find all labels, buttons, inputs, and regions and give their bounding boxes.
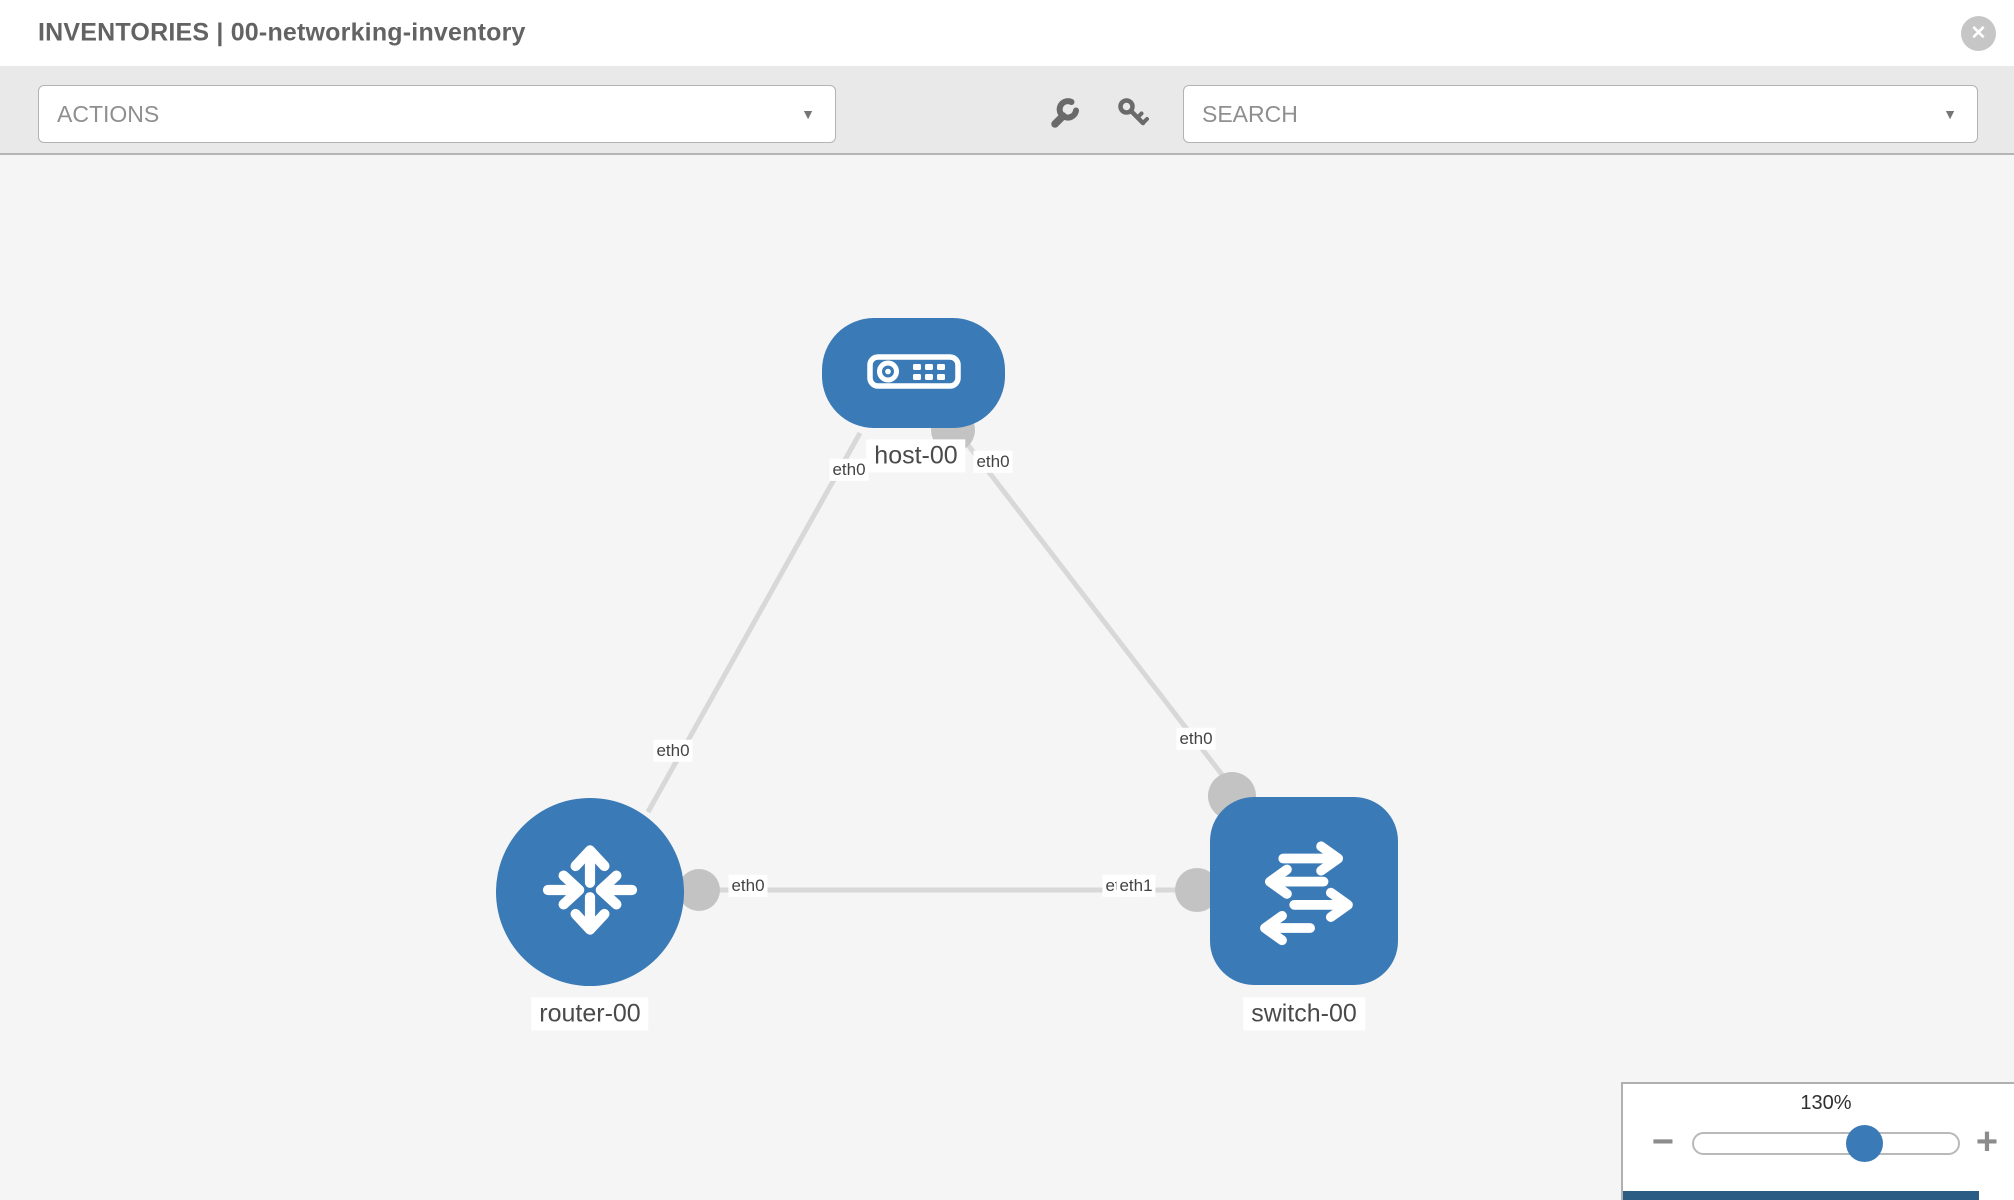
node-router-00[interactable]: [496, 798, 684, 986]
iface-label: eth1: [1116, 874, 1156, 898]
host-icon: [866, 351, 962, 396]
switch-icon: [1243, 828, 1365, 955]
router-icon: [530, 830, 650, 955]
zoom-control-panel: 130% − +: [1621, 1082, 2014, 1200]
iface-label: eth0: [829, 458, 869, 482]
iface-label: eth0: [1176, 727, 1216, 751]
close-button[interactable]: ✕: [1961, 16, 1996, 51]
chevron-down-icon: ▼: [1943, 106, 1957, 122]
node-label-switch: switch-00: [1243, 997, 1365, 1031]
node-host-00[interactable]: [822, 318, 1005, 428]
topology-canvas[interactable]: [0, 155, 2014, 1200]
page-title: INVENTORIES | 00-networking-inventory: [38, 18, 526, 47]
plus-icon: +: [1975, 1120, 1999, 1163]
actions-dropdown[interactable]: ACTIONS ▼: [38, 85, 836, 143]
configure-button[interactable]: [1042, 90, 1088, 136]
search-placeholder: SEARCH: [1202, 100, 1298, 127]
zoom-slider-thumb[interactable]: [1846, 1125, 1883, 1162]
credentials-button[interactable]: [1110, 90, 1156, 136]
page-header: INVENTORIES | 00-networking-inventory ✕: [0, 0, 2014, 66]
close-icon: ✕: [1970, 23, 1987, 44]
node-label-host: host-00: [866, 439, 966, 473]
port-switch-eth1: [1175, 868, 1219, 912]
zoom-out-button[interactable]: −: [1641, 1120, 1685, 1164]
iface-label: eth0: [653, 739, 693, 763]
minus-icon: −: [1651, 1120, 1675, 1163]
key-icon: [1116, 96, 1150, 130]
node-switch-00[interactable]: [1210, 797, 1398, 985]
zoom-slider[interactable]: [1692, 1125, 1960, 1162]
actions-dropdown-label: ACTIONS: [57, 100, 160, 127]
chevron-down-icon: ▼: [801, 106, 815, 122]
search-dropdown[interactable]: SEARCH ▼: [1183, 85, 1978, 143]
toolbar: ACTIONS ▼ SEARCH ▼: [0, 66, 2014, 155]
iface-label: eth0: [728, 874, 768, 898]
port-router-eth0: [678, 869, 720, 911]
wrench-icon: [1048, 96, 1082, 130]
zoom-in-button[interactable]: +: [1965, 1120, 2009, 1164]
node-label-router: router-00: [531, 997, 649, 1031]
key-bar-partial: [1623, 1191, 1979, 1200]
iface-label: eth0: [973, 450, 1013, 474]
zoom-level-value: 130%: [1800, 1092, 1852, 1114]
